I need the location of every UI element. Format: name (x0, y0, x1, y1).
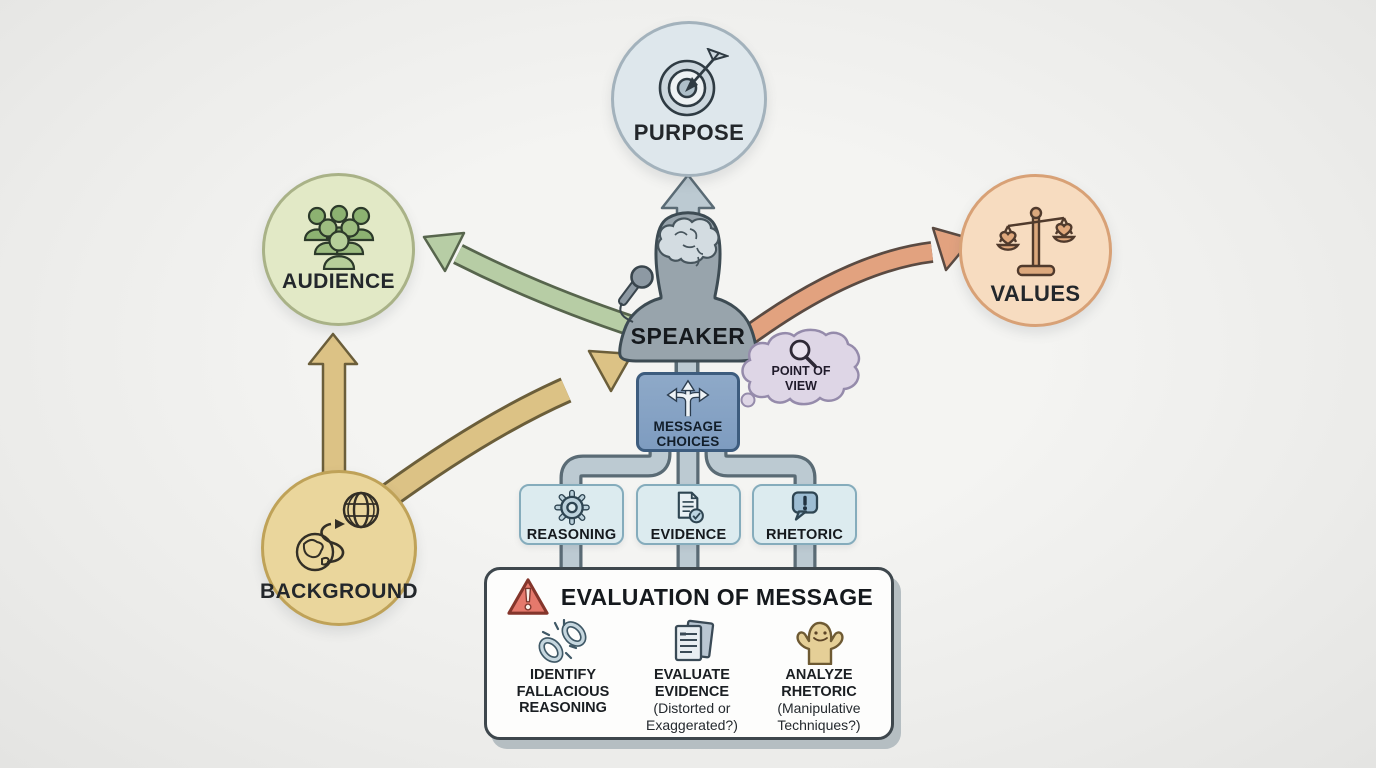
branching-arrows-icon (666, 379, 710, 417)
evaluation-item-analyze-rhetoric: ANALYZE RHETORIC (Manipulative Technique… (757, 619, 881, 733)
brain-icon (657, 217, 720, 267)
node-speaker: SPEAKER (593, 193, 783, 369)
hand-puppet-icon (796, 621, 844, 665)
gear-icon (553, 489, 590, 526)
thought-cloud-shape (741, 328, 861, 406)
arrow-background-to-audience (307, 332, 359, 480)
evaluation-item-fallacious-reasoning: IDENTIFY FALLACIOUS REASONING (499, 619, 627, 733)
evidence-label: EVIDENCE (650, 527, 727, 543)
node-values: VALUES (959, 174, 1112, 327)
node-rhetoric: RHETORIC (752, 484, 857, 545)
arrow-background-to-speaker (363, 349, 634, 519)
connector-message-to-rhetoric-to-evaluation (704, 442, 817, 572)
point-of-view-label-line1: POINT OF (771, 364, 831, 378)
globes-journey-icon (295, 491, 380, 572)
broken-chain-icon (538, 619, 587, 663)
node-reasoning: REASONING (519, 484, 624, 545)
microphone-icon (618, 265, 654, 323)
documents-icon (674, 619, 715, 662)
evaluation-title: EVALUATION OF MESSAGE (560, 583, 874, 610)
magnifier-icon (789, 339, 817, 368)
speaker-bust (618, 211, 758, 363)
node-message-choices: MESSAGE CHOICES (636, 372, 740, 452)
point-of-view-label-line2: VIEW (785, 379, 817, 393)
people-group-icon (303, 204, 374, 270)
evaluation-header: EVALUATION OF MESSAGE (487, 577, 891, 617)
background-label: BACKGROUND (260, 580, 418, 603)
audience-label: AUDIENCE (282, 270, 395, 293)
rhetoric-label: RHETORIC (765, 527, 844, 543)
node-point-of-view: POINT OF VIEW (738, 326, 864, 412)
evaluation-item-note: (Manipulative Techniques?) (777, 700, 861, 733)
node-purpose: PURPOSE (611, 21, 767, 177)
connector-message-to-reasoning-to-evaluation (559, 442, 672, 572)
node-background: BACKGROUND (260, 470, 418, 626)
evaluation-item-title: EVALUATE EVIDENCE (653, 667, 730, 700)
purpose-label: PURPOSE (633, 120, 745, 145)
evaluation-item-title: ANALYZE RHETORIC (781, 667, 857, 700)
arrow-speaker-to-audience (422, 231, 648, 341)
node-audience: AUDIENCE (262, 173, 415, 326)
values-label: VALUES (990, 281, 1081, 306)
evaluation-item-note: (Distorted or Exaggerated?) (646, 700, 738, 733)
person-brain-microphone-icon (618, 211, 758, 363)
balance-scales-hearts-icon (995, 206, 1076, 277)
evaluation-item-title: IDENTIFY FALLACIOUS REASONING (516, 667, 610, 716)
message-choices-label-line2: CHOICES (656, 434, 720, 449)
reasoning-label: REASONING (526, 527, 617, 543)
speech-exclamation-icon (791, 491, 818, 521)
node-evidence: EVIDENCE (636, 484, 741, 545)
speaker-label: SPEAKER (630, 323, 746, 349)
evaluation-panel: EVALUATION OF MESSAGE IDENTIFY FALLACIOU… (484, 567, 894, 740)
message-choices-label-line1: MESSAGE (653, 419, 723, 434)
evaluation-item-evaluate-evidence: EVALUATE EVIDENCE (Distorted or Exaggera… (627, 619, 757, 733)
target-arrow-icon (658, 48, 729, 117)
warning-triangle-icon (507, 578, 549, 615)
document-check-icon (677, 491, 704, 524)
